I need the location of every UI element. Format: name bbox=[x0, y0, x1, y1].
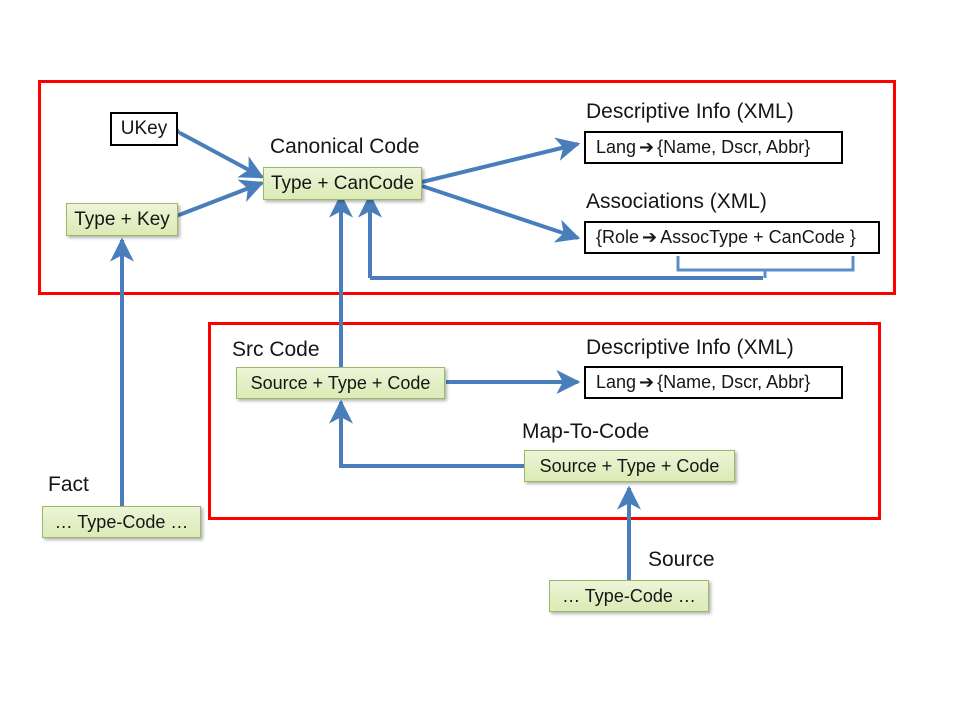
source-code-panel bbox=[208, 322, 881, 520]
source-typecode-label: … Type-Code … bbox=[562, 585, 696, 606]
right-arrow-icon: ➔ bbox=[642, 227, 658, 248]
map-to-code-caption: Map-To-Code bbox=[522, 420, 650, 443]
descriptive-info-top-caption: Descriptive Info (XML) bbox=[586, 100, 794, 123]
desc-top-prefix: Lang bbox=[596, 137, 637, 157]
type-key-label: Type + Key bbox=[74, 208, 170, 230]
assoc-suffix: AssocType + CanCode } bbox=[660, 227, 856, 247]
ukey-label: UKey bbox=[120, 118, 168, 139]
fact-caption: Fact bbox=[48, 473, 89, 496]
type-cancode-label: Type + CanCode bbox=[270, 172, 415, 194]
descriptive-info-top-box[interactable]: Lang ➔ {Name, Dscr, Abbr} bbox=[584, 131, 843, 164]
canonical-code-panel bbox=[38, 80, 896, 295]
map-source-type-code-label: Source + Type + Code bbox=[539, 455, 720, 476]
fact-typecode-label: … Type-Code … bbox=[54, 511, 189, 532]
source-typecode-node[interactable]: … Type-Code … bbox=[549, 580, 709, 612]
desc-top-suffix: {Name, Dscr, Abbr} bbox=[657, 137, 811, 157]
ukey-box[interactable]: UKey bbox=[110, 112, 178, 146]
assoc-prefix: {Role bbox=[596, 227, 640, 247]
canonical-code-caption: Canonical Code bbox=[270, 135, 420, 158]
desc-mid-suffix: {Name, Dscr, Abbr} bbox=[657, 372, 811, 392]
right-arrow-icon: ➔ bbox=[639, 137, 655, 158]
type-cancode-node[interactable]: Type + CanCode bbox=[263, 167, 422, 200]
associations-caption: Associations (XML) bbox=[586, 190, 767, 213]
type-key-node[interactable]: Type + Key bbox=[66, 203, 178, 236]
src-code-caption: Src Code bbox=[232, 338, 320, 361]
associations-box[interactable]: {Role ➔ AssocType + CanCode } bbox=[584, 221, 880, 254]
src-source-type-code-node[interactable]: Source + Type + Code bbox=[236, 367, 445, 399]
desc-mid-prefix: Lang bbox=[596, 372, 637, 392]
descriptive-info-mid-box[interactable]: Lang ➔ {Name, Dscr, Abbr} bbox=[584, 366, 843, 399]
right-arrow-icon: ➔ bbox=[639, 372, 655, 393]
src-source-type-code-label: Source + Type + Code bbox=[250, 372, 431, 393]
descriptive-info-mid-caption: Descriptive Info (XML) bbox=[586, 336, 794, 359]
map-source-type-code-node[interactable]: Source + Type + Code bbox=[524, 450, 735, 482]
fact-typecode-node[interactable]: … Type-Code … bbox=[42, 506, 201, 538]
source-caption: Source bbox=[648, 548, 715, 571]
